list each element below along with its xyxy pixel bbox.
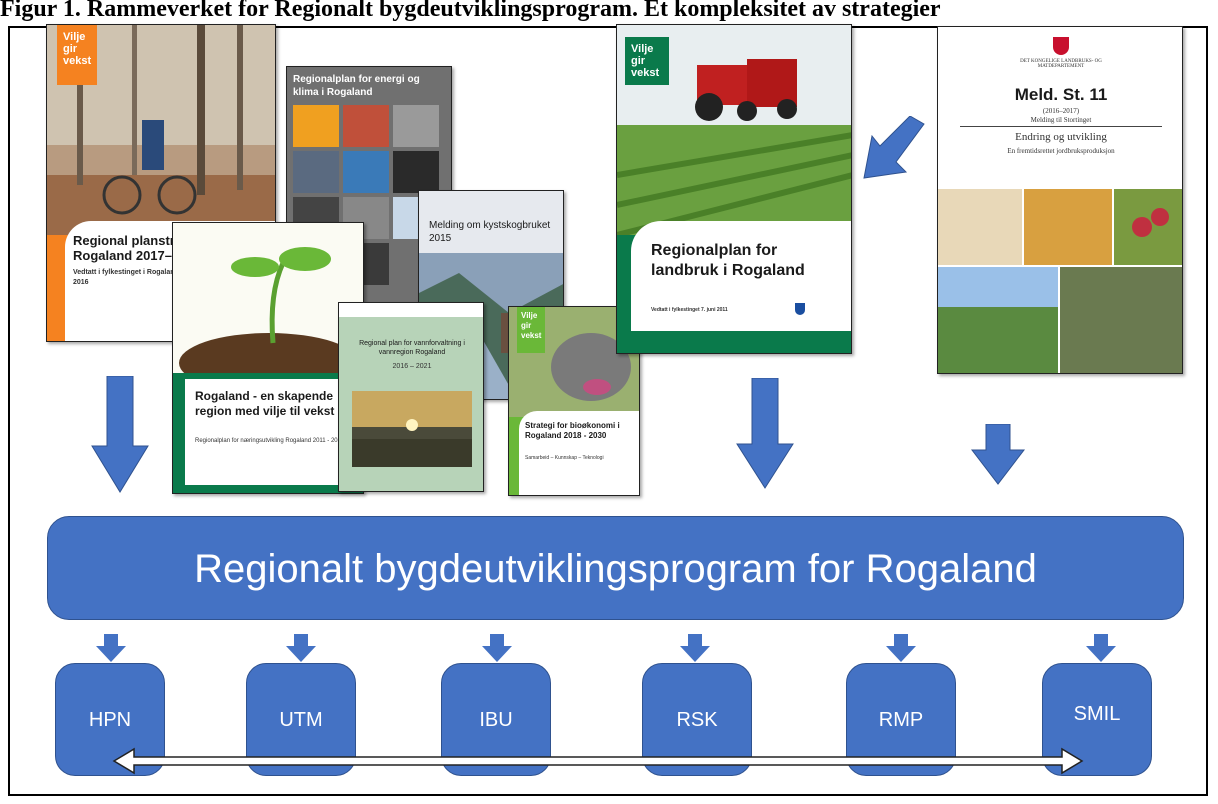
- kystskog-title: Melding om kystskogbruket 2015: [429, 220, 551, 244]
- arrow-down-icon: [736, 378, 794, 489]
- doc-energi-title: Regionalplan for energi og klima i Rogal…: [293, 74, 420, 98]
- doc-biookonomi: Vilje gir vekst Strategi for bioøkonomi …: [508, 306, 640, 496]
- vann-header: [339, 303, 483, 317]
- meld-kind: Melding til Stortinget: [1030, 116, 1092, 124]
- arrow-diagonal-icon: [863, 116, 925, 179]
- meld-years: (2016–2017): [1042, 107, 1080, 115]
- skapende-title: Rogaland - en skapende region med vilje …: [195, 389, 335, 418]
- doc-meld-st-11: DET KONGELIGE LANDBRUKS- OG MATDEPARTEME…: [937, 26, 1183, 374]
- bio-title: Strategi for bioøkonomi i Rogaland 2018 …: [525, 421, 620, 440]
- doc-landbruk: Vilje gir vekst Regionalplan for landbru…: [616, 24, 852, 354]
- skapende-photo-sprout: [173, 223, 363, 373]
- figure-frame: [8, 26, 1208, 796]
- doc-vannforvaltning: Regional plan for vannforvaltning i vann…: [338, 302, 484, 492]
- vann-photo-sunset: [352, 391, 472, 467]
- bio-subtitle: Samarbeid – Kunnskap – Teknologi: [525, 455, 604, 461]
- double-arrow-icon: [112, 747, 1084, 775]
- vann-title: Regional plan for vannforvaltning i vann…: [359, 340, 465, 356]
- vann-years: 2016 – 2021: [392, 363, 432, 370]
- skapende-subtitle: Regionalplan for næringsutvikling Rogala…: [195, 438, 345, 444]
- arrow-down-icon: [886, 634, 916, 662]
- arrow-down-icon: [96, 634, 126, 662]
- norway-coat-of-arms-icon: [1053, 37, 1069, 55]
- coat-of-arms-icon: [795, 303, 805, 315]
- meld-title: Meld. St. 11: [1014, 85, 1108, 104]
- landbruk-panel: [631, 221, 851, 331]
- doc-planstrategi: Vilje gir vekst Regional planstrategi Ro…: [46, 24, 276, 342]
- arrow-down-icon: [970, 424, 1026, 485]
- program-box-smil: SMIL: [1042, 663, 1152, 776]
- meld-divider: [960, 126, 1162, 127]
- energi-photo-grid: [293, 105, 439, 285]
- planstrategi-badge: Vilje gir vekst: [57, 25, 97, 85]
- arrow-down-icon: [91, 376, 149, 493]
- skapende-panel: [185, 379, 345, 485]
- bio-panel: [519, 411, 639, 495]
- figure-title: Figur 1. Rammeverket for Regionalt bygde…: [0, 0, 941, 22]
- bio-badge: Vilje gir vekst: [517, 307, 545, 353]
- planstrategi-subtitle: Vedtatt i fylkestinget i Rogaland 26. ap…: [73, 269, 208, 286]
- meld-heading: Endring og utvikling: [1015, 131, 1107, 143]
- meld-subheading: En fremtidsrettet jordbruksproduksjon: [1007, 147, 1115, 155]
- program-banner: Regionalt bygdeutviklingsprogram for Rog…: [47, 516, 1184, 620]
- meld-photo-collage: [938, 189, 1182, 373]
- arrow-down-icon: [680, 634, 710, 662]
- arrow-down-icon: [1086, 634, 1116, 662]
- arrow-down-icon: [482, 634, 512, 662]
- doc-skapende: Rogaland - en skapende region med vilje …: [172, 222, 364, 494]
- landbruk-title: Regionalplan for landbruk i Rogaland: [651, 242, 805, 279]
- meld-ministry: DET KONGELIGE LANDBRUKS- OG MATDEPARTEME…: [1020, 59, 1102, 69]
- landbruk-subtitle: Vedtatt i fylkestinget 7. juni 2011: [651, 307, 728, 313]
- arrow-down-icon: [286, 634, 316, 662]
- landbruk-badge: Vilje gir vekst: [625, 37, 669, 85]
